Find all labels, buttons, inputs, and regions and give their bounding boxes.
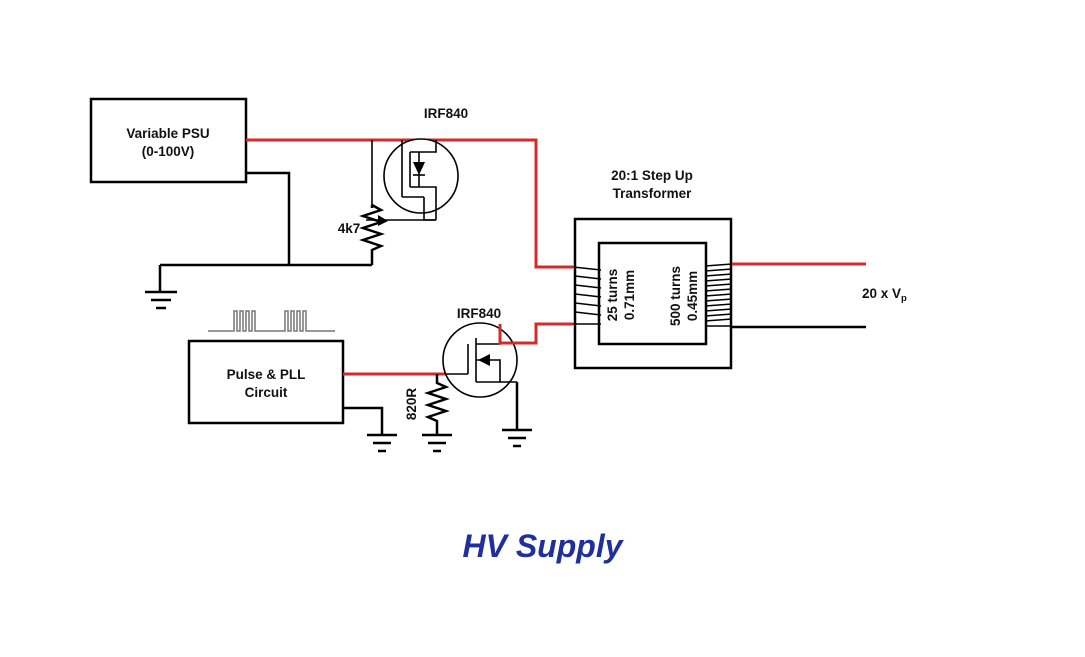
transformer-title-line1: 20:1 Step Up xyxy=(611,168,693,183)
diagram-title: HV Supply xyxy=(462,528,623,564)
resistor-820r-symbol xyxy=(424,374,450,435)
hv-supply-wire xyxy=(246,138,573,269)
pulse-pll-block xyxy=(187,339,345,425)
psu-block xyxy=(89,97,248,184)
secondary-label-line2: 0.45mm xyxy=(685,271,700,321)
ground-symbol-psu xyxy=(145,290,177,310)
output-label: 20 x Vp xyxy=(862,286,907,304)
secondary-winding xyxy=(704,263,733,327)
pulse-ground-wire xyxy=(343,406,384,435)
primary-label-line2: 0.71mm xyxy=(622,270,637,320)
psu-return-wire xyxy=(246,171,291,265)
mosfet-bottom-label: IRF840 xyxy=(457,306,501,321)
psu-label-line1: Variable PSU xyxy=(126,126,209,141)
ground-symbol-mosfet xyxy=(502,428,532,448)
output-label-subscript: p xyxy=(901,293,907,304)
output-label-main: 20 x V xyxy=(862,286,901,301)
transformer-title-line2: Transformer xyxy=(613,186,693,201)
primary-return-wire xyxy=(498,322,573,345)
resistor-4k7-symbol xyxy=(359,203,436,265)
primary-winding xyxy=(572,266,602,325)
resistor-top-label: 4k7 xyxy=(338,221,361,236)
transformer-core xyxy=(573,217,733,370)
ground-symbol-resistor xyxy=(422,433,452,453)
resistor-bottom-label: 820R xyxy=(404,388,419,421)
mosfet-top-label: IRF840 xyxy=(424,106,468,121)
secondary-label-line1: 500 turns xyxy=(668,266,683,326)
ground-symbol-pulse xyxy=(367,433,397,453)
primary-label-line1: 25 turns xyxy=(605,269,620,322)
pulse-label-line1: Pulse & PLL xyxy=(227,367,306,382)
mosfet-bottom-symbol xyxy=(442,322,519,430)
pulse-train-waveform xyxy=(208,310,335,332)
mosfet-top-symbol xyxy=(371,138,459,221)
psu-label-line2: (0-100V) xyxy=(142,144,195,159)
pulse-label-line2: Circuit xyxy=(245,385,288,400)
